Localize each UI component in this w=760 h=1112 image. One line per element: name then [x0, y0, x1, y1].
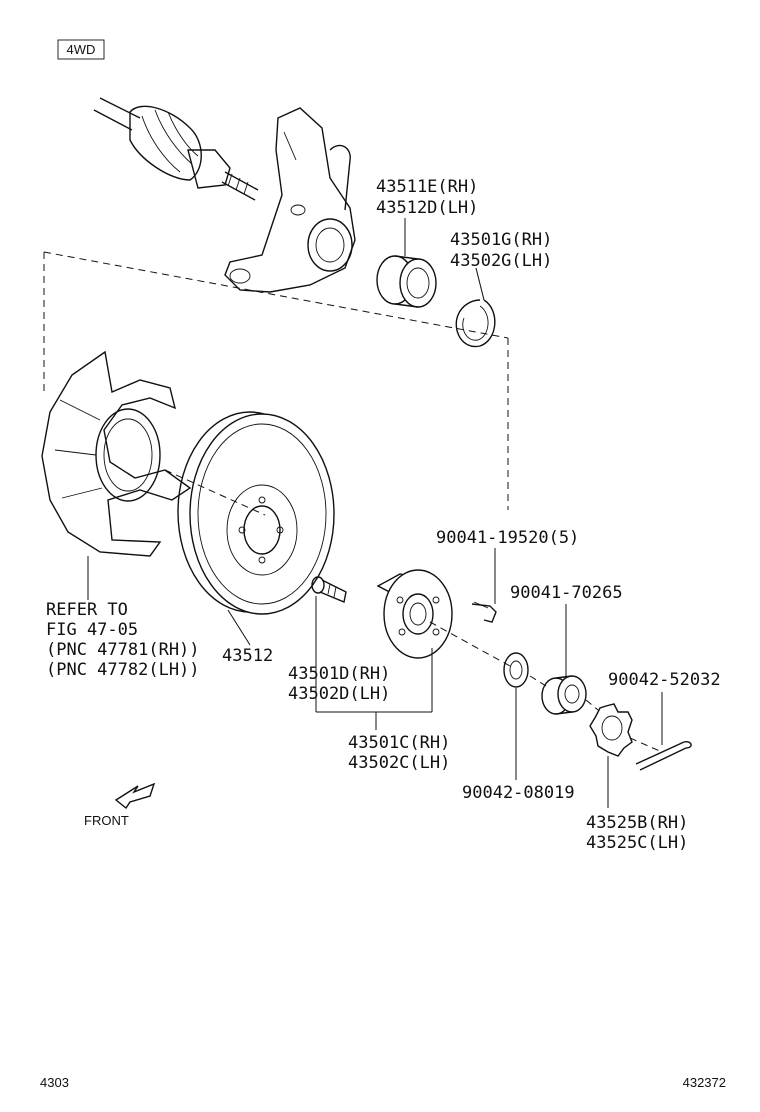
- hub-bolt: [311, 576, 347, 603]
- label-washer: 90042-08019: [462, 783, 575, 803]
- leader-lines: [87, 218, 663, 808]
- label-refer-2: FIG 47-05: [46, 620, 138, 640]
- label-snap-ring-lh: 43502G(LH): [450, 251, 552, 271]
- label-refer-4: (PNC 47782(LH)): [46, 660, 200, 680]
- label-hub-bolt-rh: 43501D(RH): [288, 664, 390, 684]
- label-hub-lh: 43502C(LH): [348, 753, 450, 773]
- snap-ring: [455, 299, 496, 348]
- dust-cover: [41, 350, 192, 557]
- label-brake-disc: 43512: [222, 646, 273, 666]
- front-direction-arrow: FRONT: [84, 782, 156, 828]
- label-outer-bearing: 90041-70265: [510, 583, 623, 603]
- washer: [503, 652, 529, 688]
- brake-disc: [177, 411, 335, 615]
- disc-bolt: [471, 601, 497, 623]
- label-disc-bolt: 90041-19520(5): [436, 528, 579, 548]
- label-hub-rh: 43501C(RH): [348, 733, 450, 753]
- castle-nut: [589, 703, 633, 757]
- label-castle-nut-lh: 43525C(LH): [586, 833, 688, 853]
- 4wd-badge: 4WD: [57, 39, 105, 60]
- hub-bearing: [376, 255, 437, 308]
- outer-bearing: [541, 675, 587, 715]
- drive-shaft: [93, 97, 259, 201]
- label-hub-bolt-lh: 43502D(LH): [288, 684, 390, 704]
- footer-figure-number: 4303: [40, 1075, 69, 1090]
- label-refer-3: (PNC 47781(RH)): [46, 640, 200, 660]
- axle-hub: [376, 569, 453, 659]
- part-labels: 43511E(RH) 43512D(LH) 43501G(RH) 43502G(…: [46, 177, 721, 853]
- cotter-pin: [635, 740, 692, 771]
- label-hub-bearing-lh: 43512D(LH): [376, 198, 478, 218]
- footer-illustration-id: 432372: [683, 1075, 726, 1090]
- label-refer-1: REFER TO: [46, 600, 128, 620]
- steering-knuckle: [224, 107, 356, 293]
- 4wd-badge-text: 4WD: [67, 42, 96, 57]
- label-cotter-pin: 90042-52032: [608, 670, 721, 690]
- label-snap-ring-rh: 43501G(RH): [450, 230, 552, 250]
- label-castle-nut-rh: 43525B(RH): [586, 813, 688, 833]
- assembly-lines: [43, 251, 663, 753]
- label-hub-bearing-rh: 43511E(RH): [376, 177, 478, 197]
- front-label: FRONT: [84, 813, 129, 828]
